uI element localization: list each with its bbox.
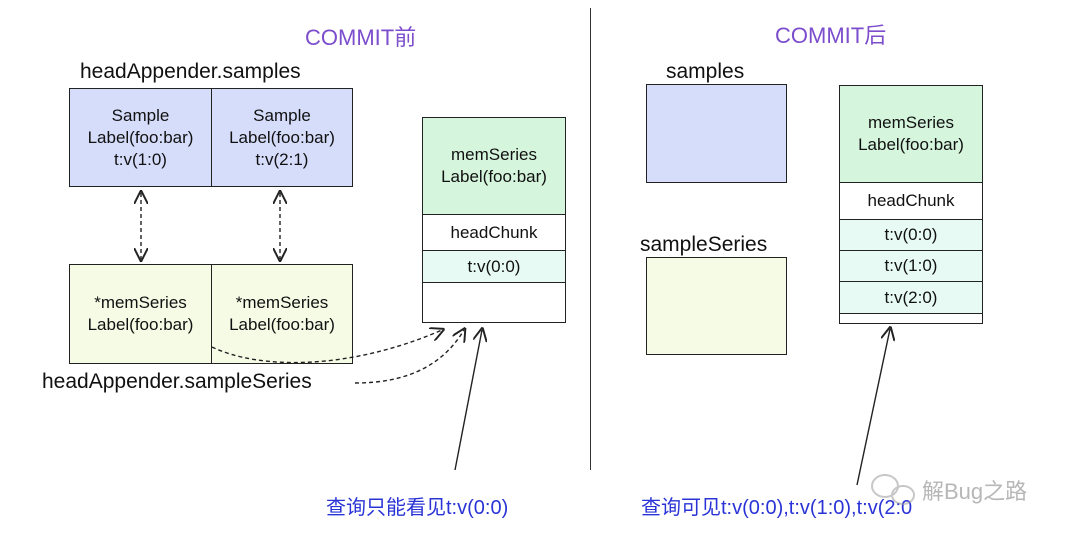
samples-box-after	[646, 84, 787, 183]
chunk-entry-after-3: t:v(2:0)	[839, 281, 983, 314]
memseries-header-before: memSeries Label(foo:bar)	[422, 117, 566, 215]
sample-series-box-after	[646, 257, 787, 355]
section-divider	[590, 8, 591, 470]
samples-label: samples	[666, 60, 745, 83]
after-caption: 查询可见t:v(0:0),t:v(1:0),t:v(2:0	[641, 497, 913, 519]
head-appender-samples-label: headAppender.samples	[80, 60, 301, 83]
before-caption: 查询只能看见t:v(0:0)	[326, 497, 509, 519]
memseries-header-after: memSeries Label(foo:bar)	[839, 85, 983, 183]
head-chunk-label-before: headChunk	[422, 214, 566, 251]
sample-box-2: Sample Label(foo:bar) t:v(2:1)	[211, 88, 353, 187]
ref1-to-memseries-arrow	[211, 330, 442, 364]
after-caption-arrow	[856, 329, 890, 486]
memseries-ref-box-1: *memSeries Label(foo:bar)	[69, 264, 212, 364]
after-title: COMMIT后	[775, 23, 887, 48]
watermark-logo-icon	[871, 474, 915, 505]
chunk-entry-before-1: t:v(0:0)	[422, 250, 566, 283]
sample-series-label: sampleSeries	[640, 233, 768, 256]
before-caption-arrow	[454, 330, 482, 471]
watermark-text: 解Bug之路	[922, 479, 1028, 504]
head-chunk-label-after: headChunk	[839, 182, 983, 220]
before-title: COMMIT前	[305, 25, 417, 50]
memseries-ref-box-2: *memSeries Label(foo:bar)	[211, 264, 353, 364]
head-appender-sample-series-label: headAppender.sampleSeries	[42, 370, 312, 393]
ref2-to-memseries-arrow	[354, 330, 464, 384]
chunk-entry-after-2: t:v(1:0)	[839, 250, 983, 282]
sample-box-1: Sample Label(foo:bar) t:v(1:0)	[69, 88, 212, 187]
